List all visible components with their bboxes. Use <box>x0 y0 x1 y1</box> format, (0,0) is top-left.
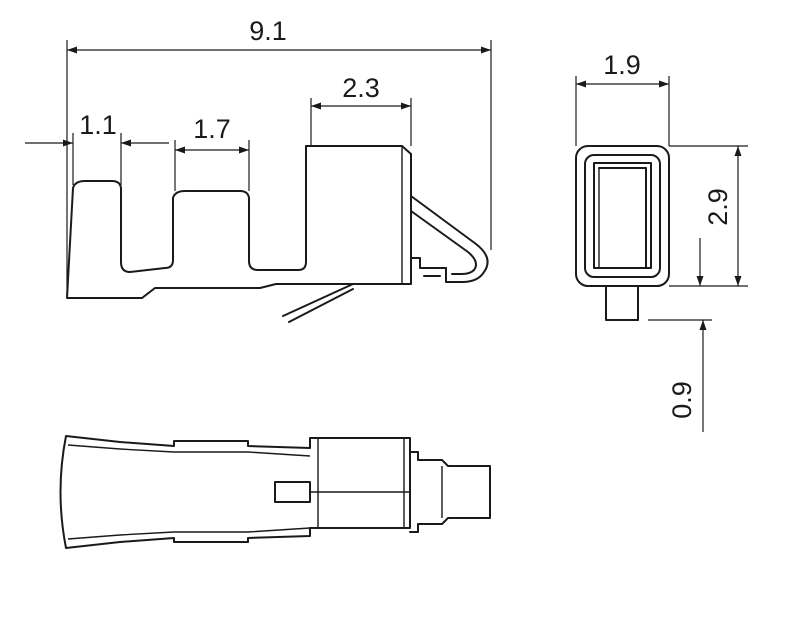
top-view-lower-edge <box>67 527 311 540</box>
label-pin-extension: 0.9 <box>667 381 697 419</box>
dimension-overall-length: 9.1 <box>66 16 492 298</box>
dimension-pin-extension: 0.9 <box>648 319 712 432</box>
top-view-side-tab <box>274 481 311 503</box>
side-view-spring-arm-inner <box>410 210 477 275</box>
top-view-box-divider <box>317 438 405 528</box>
end-view-pin <box>605 285 639 321</box>
label-wire-crimp: 1.7 <box>193 114 231 144</box>
dimension-end-view-height: 2.9 <box>669 145 748 287</box>
label-overall-length: 9.1 <box>249 16 287 46</box>
side-view-body-outline <box>66 145 412 299</box>
end-view-inner-frame <box>584 154 661 278</box>
top-view-body-outline <box>59 435 411 549</box>
side-view-lead-wire <box>282 283 354 323</box>
dimension-contact-box: 2.3 <box>310 73 412 146</box>
label-end-view-width: 1.9 <box>603 50 641 80</box>
top-view <box>59 435 491 549</box>
top-view-upper-edge <box>67 444 311 457</box>
end-view-inner-channel <box>593 162 652 269</box>
dimension-insulation-crimp: 1.1 <box>25 110 169 185</box>
label-insulation-crimp: 1.1 <box>79 110 117 140</box>
top-view-contact-nose <box>409 451 491 533</box>
side-view-spring-arm <box>410 195 489 283</box>
label-end-view-height: 2.9 <box>703 188 733 226</box>
dimension-end-view-width: 1.9 <box>575 50 670 146</box>
end-view <box>575 145 670 321</box>
label-contact-box: 2.3 <box>342 73 380 103</box>
side-view-spring-tab <box>410 257 447 277</box>
dimension-wire-crimp: 1.7 <box>174 114 250 191</box>
side-view <box>66 145 489 323</box>
